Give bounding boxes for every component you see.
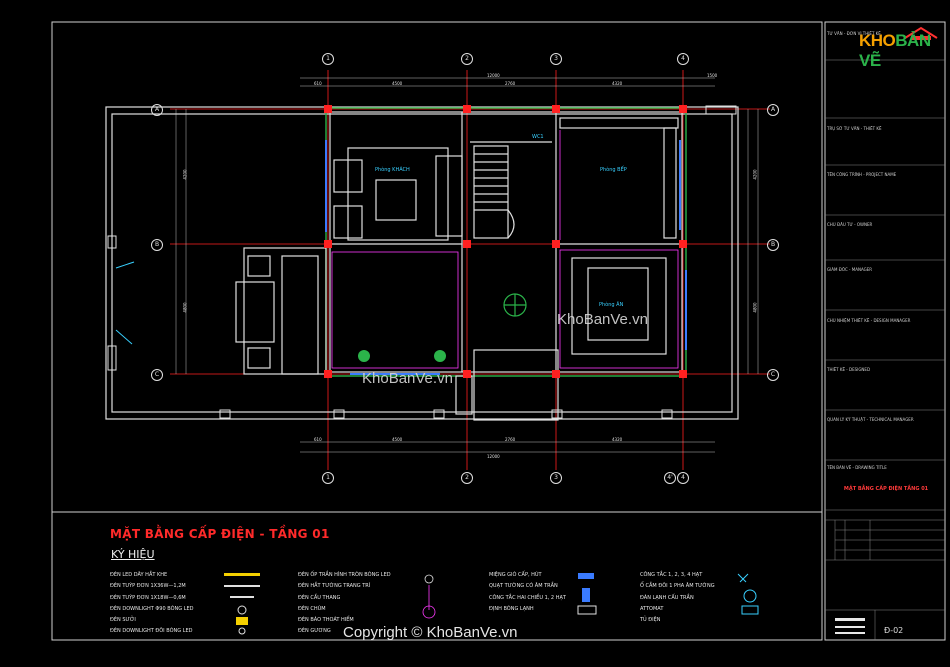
brand-logo: KHOBẢN VẼ bbox=[849, 26, 941, 70]
grid-bubble-4: 4 bbox=[677, 53, 689, 65]
light-strip-icon bbox=[224, 573, 260, 635]
walls bbox=[105, 106, 739, 421]
dim-top-2: 2760 bbox=[505, 81, 516, 86]
logo-part2: BẢN VẼ bbox=[859, 31, 931, 70]
switch-icon bbox=[737, 573, 759, 615]
grid-bubble-4-bottom: 4 bbox=[677, 472, 689, 484]
room-label-living: Phòng KHÁCH bbox=[375, 167, 410, 173]
legend-item: ĐÈN GƯƠNG bbox=[298, 628, 331, 635]
grid-bubble-C-right: C bbox=[767, 369, 779, 381]
tb-row-6: THIẾT KẾ - DESIGNED bbox=[827, 367, 871, 372]
tb-drawing-title: MẶT BẰNG CẤP ĐIỆN TẦNG 01 bbox=[843, 486, 929, 492]
room-label-dining: Phòng ĂN bbox=[599, 302, 624, 308]
legend-heading: KÝ HIỆU bbox=[111, 548, 155, 561]
room-label-wc: WC1 bbox=[532, 134, 544, 140]
dim-top-0: 610 bbox=[314, 81, 322, 86]
grid-bubble-2: 2 bbox=[461, 53, 473, 65]
legend-item: ĐÈN CẦU THANG bbox=[298, 594, 341, 601]
legend-item: ĐÈN BÁO THOÁT HIỂM bbox=[298, 617, 354, 624]
legend-item: ĐÈN TUÝP ĐƠN 1X18W—0,6M bbox=[110, 594, 186, 601]
dim-bottom-2: 2760 bbox=[505, 437, 516, 442]
tb-row-7: QUẢN LÝ KỸ THUẬT - TECHNICAL MANAGER bbox=[827, 417, 914, 422]
legend-item: ĐÈN CHÙM bbox=[298, 605, 326, 612]
legend-col3: MIỆNG GIÓ CẤP, HÚT QUẠT TƯỜNG CÓ ÂM TRẦN… bbox=[489, 570, 566, 615]
dim-bottom-total: 12000 bbox=[487, 454, 500, 459]
legend-title: MẶT BẰNG CẤP ĐIỆN - TẦNG 01 bbox=[110, 527, 330, 541]
logo-text: KHOBẢN VẼ bbox=[859, 31, 941, 71]
legend-item: ĐÈN DOWNLIGHT Φ90 BÓNG LED bbox=[110, 605, 194, 612]
dim-top-1: 4500 bbox=[392, 81, 403, 86]
legend-item: ĐÈN SƯỞI bbox=[110, 617, 136, 624]
tb-row-0: TƯ VẤN - ĐƠN VỊ THIẾT KẾ bbox=[827, 31, 881, 36]
grid-bubble-B: B bbox=[151, 239, 163, 251]
tb-row-1: TRỤ SỞ TƯ VẤN - THIẾT KẾ bbox=[827, 126, 882, 131]
tb-row-2: TÊN CÔNG TRÌNH - PROJECT NAME bbox=[827, 172, 897, 177]
windows bbox=[325, 140, 687, 375]
watermark-center: KhoBanVe.vn bbox=[362, 370, 453, 387]
grid-bubble-1-bottom: 1 bbox=[322, 472, 334, 484]
wiring bbox=[331, 130, 679, 369]
tb-row-3: CHỦ ĐẦU TƯ - OWNER bbox=[827, 222, 873, 227]
grid-bubble-A-right: A bbox=[767, 104, 779, 116]
tb-row-4: GIÁM ĐỐC - MANAGER bbox=[827, 267, 873, 272]
grid-bubble-A: A bbox=[151, 104, 163, 116]
house-icon bbox=[904, 26, 938, 40]
grid-bubble-B-right: B bbox=[767, 239, 779, 251]
dim-bottom-0: 610 bbox=[314, 437, 322, 442]
legend-item: Ổ CẮM ĐÔI 1 PHA ÂM TƯỜNG bbox=[640, 583, 715, 590]
legend-item: QUẠT TƯỜNG CÓ ÂM TRẦN bbox=[489, 583, 558, 590]
legend-item: ĐÈN HẮT TƯỜNG TRANG TRÍ bbox=[298, 583, 371, 590]
dim-top-4: 1500 bbox=[707, 73, 718, 78]
room-label-kitchen: Phòng BẾP bbox=[600, 167, 627, 173]
copyright-text: Copyright © KhoBanVe.vn bbox=[343, 624, 518, 641]
legend-item: ĐÈN DOWNLIGHT ĐÔI BÓNG LED bbox=[110, 628, 193, 635]
grid-bubble-1: 1 bbox=[322, 53, 334, 65]
legend-item: CÔNG TẮC HAI CHIỀU 1, 2 HẠT bbox=[489, 594, 566, 601]
legend-item: ĐÈN ỐP TRẦN HÌNH TRÒN BÓNG LED bbox=[298, 572, 391, 578]
legend-col2: ĐÈN ỐP TRẦN HÌNH TRÒN BÓNG LED ĐÈN HẮT T… bbox=[298, 570, 391, 638]
legend-item: ĐÈN LED DÂY HẮT KHE bbox=[110, 572, 168, 578]
legend-col4: CÔNG TẮC 1, 2, 3, 4 HẠT Ổ CẮM ĐÔI 1 PHA … bbox=[640, 570, 715, 626]
watermark-right: KhoBanVe.vn bbox=[557, 311, 648, 328]
legend-item: TỦ ĐIỆN bbox=[640, 617, 661, 624]
grid-bubble-3-bottom: 3 bbox=[550, 472, 562, 484]
grid-bubble-3: 3 bbox=[550, 53, 562, 65]
vent-icon bbox=[577, 573, 597, 615]
legend-item: ĐÈN TUÝP ĐƠN 1X36W—1,2M bbox=[110, 583, 186, 590]
legend-item: CÔNG TẮC 1, 2, 3, 4 HẠT bbox=[640, 572, 703, 578]
dim-top-total: 12000 bbox=[487, 73, 500, 78]
dim-bottom-1: 4500 bbox=[392, 437, 403, 442]
legend-item: ATTOMAT bbox=[640, 605, 664, 612]
dim-bottom-3: 4320 bbox=[612, 437, 623, 442]
grid-bubble-2-bottom: 2 bbox=[461, 472, 473, 484]
grid-bubble-C: C bbox=[151, 369, 163, 381]
grid-bubble-4prime-bottom: 4' bbox=[664, 472, 676, 484]
legend-item: ĐÀN LẠNH CẤU TRẦN bbox=[640, 594, 694, 601]
legend-item: MIỆNG GIÓ CẤP, HÚT bbox=[489, 572, 542, 578]
sheet-number: Đ-02 bbox=[884, 626, 904, 635]
dim-top-3: 4320 bbox=[612, 81, 623, 86]
ceiling-light-icon bbox=[422, 574, 436, 619]
legend-item: ĐỊNH BÓNG LẠNH bbox=[489, 605, 534, 612]
tb-row-5: CHỦ NHIỆM THIẾT KẾ - DESIGN MANAGER bbox=[827, 318, 911, 323]
logo-part1: KHO bbox=[859, 31, 896, 50]
legend-col1: ĐÈN LED DÂY HẮT KHE ĐÈN TUÝP ĐƠN 1X36W—1… bbox=[110, 570, 194, 638]
tb-row-8: TÊN BẢN VẼ - DRAWING TITLE bbox=[827, 465, 887, 470]
